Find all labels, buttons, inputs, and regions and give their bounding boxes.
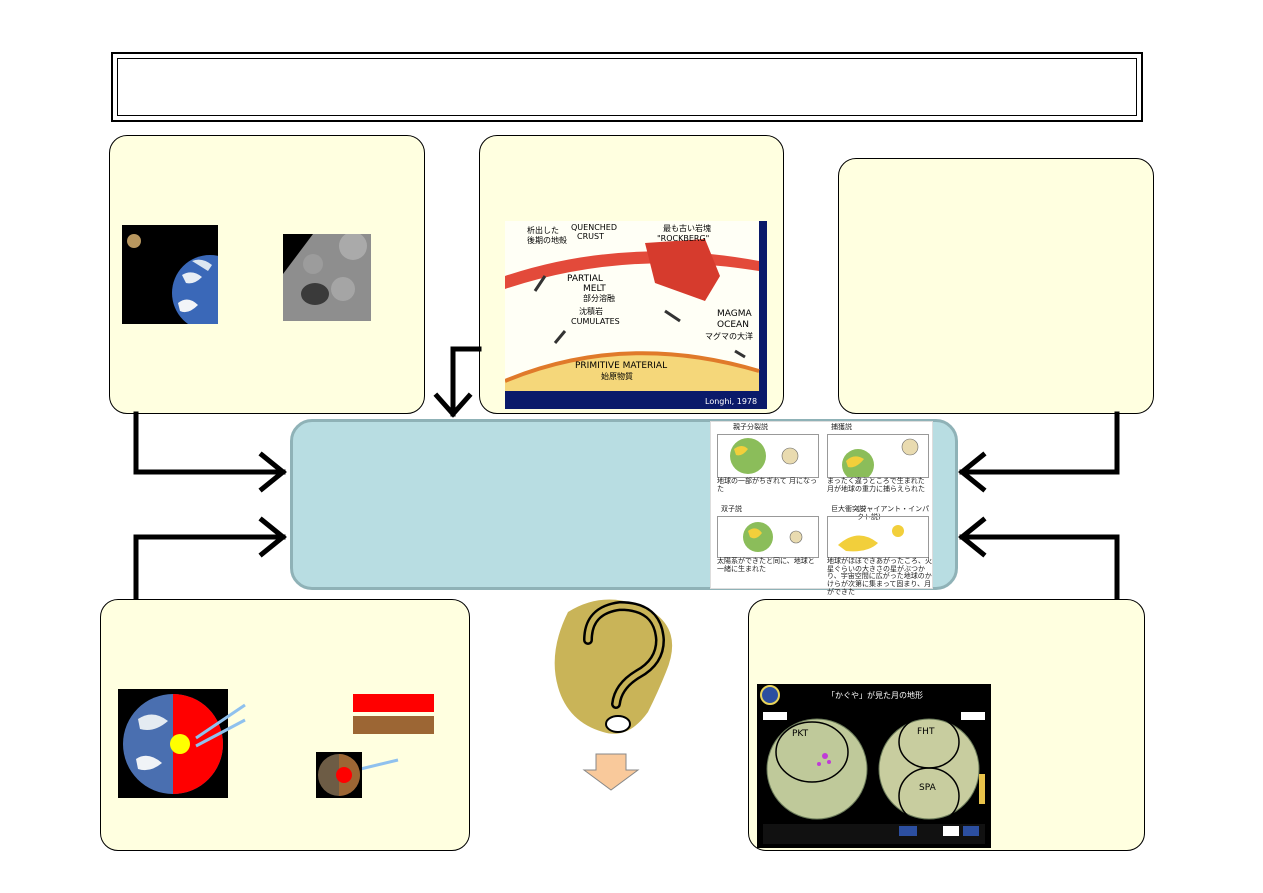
label-jp-precipitated: 析出した <box>527 225 559 235</box>
label-quenched: QUENCHED <box>571 223 617 232</box>
question-mark-icon <box>554 599 673 734</box>
capture-panel <box>827 434 929 478</box>
sibling-panel <box>717 516 819 558</box>
capture-caption: まったく違うところで生まれた 月が地球の重力に捕らえられた <box>827 477 925 493</box>
label-melt: MELT <box>583 284 606 294</box>
label-rockberg: "ROCKBERG" <box>657 234 709 243</box>
sibling-caption: 太陽系ができたと同に、地球と一緒に生まれた <box>717 557 815 573</box>
fission-caption: 地球の一部がちぎれて 月になった <box>717 477 818 493</box>
mantle-layer-swatch <box>353 716 434 734</box>
label-magma: MAGMA <box>717 309 753 319</box>
giant-impact-panel <box>827 516 929 558</box>
magma-ocean-figure: 析出した 後期の地殻 QUENCHED CRUST 最も古い岩塊 "ROCKBE… <box>505 221 767 409</box>
label-credit: Longhi, 1978 <box>705 397 757 406</box>
label-jp-oldest: 最も古い岩塊 <box>663 223 711 233</box>
kaguya-region-spa: SPA <box>919 783 937 793</box>
earth-moon-photo <box>122 225 218 324</box>
down-arrow-icon <box>582 753 640 791</box>
fission-panel <box>717 434 819 478</box>
label-jp-crust: 後期の地殻 <box>527 235 567 245</box>
label-jp-partial-melt: 部分溶融 <box>583 293 615 303</box>
capture-title: 捕獲説 <box>831 423 852 431</box>
label-jp-cumulate: 沈積岩 <box>579 306 603 316</box>
label-crust: CRUST <box>577 232 604 241</box>
title-box <box>111 52 1143 122</box>
giant-impact-caption: 地球がほぼできあがったころ、火星ぐらいの大きさの星がぶつかり、宇宙空間に広がった… <box>827 557 932 596</box>
label-primitive: PRIMITIVE MATERIAL <box>575 361 667 371</box>
crust-layer-swatch <box>353 694 434 712</box>
label-jp-magma-ocean: マグマの大洋 <box>705 331 753 341</box>
earth-interior-image <box>118 689 228 798</box>
hypotheses-figure: 親子分裂説 捕獲説 地球の一部がちぎれて 月になった まったく違うところで生まれ… <box>710 421 933 596</box>
label-ocean: OCEAN <box>717 320 749 330</box>
kaguya-map-title: 「かぐや」が見た月の地形 <box>827 690 923 700</box>
kaguya-map: 「かぐや」が見た月の地形 PKT FHT SPA <box>757 684 991 848</box>
sibling-title: 双子説 <box>721 505 742 513</box>
moon-interior-image <box>316 752 362 798</box>
label-partial: PARTIAL <box>567 274 603 284</box>
kaguya-region-pkt: PKT <box>792 729 809 739</box>
label-cumulates: CUMULATES <box>571 317 620 326</box>
giant-impact-title: 巨大衝突説 <box>831 505 866 513</box>
fission-title: 親子分裂説 <box>733 423 768 431</box>
label-jp-primitive: 始原物質 <box>601 371 633 381</box>
moon-phobos-photo <box>283 234 371 321</box>
kaguya-region-fht: FHT <box>917 727 935 737</box>
interior-pointer-lines <box>195 703 399 774</box>
top-right-card <box>838 158 1154 414</box>
